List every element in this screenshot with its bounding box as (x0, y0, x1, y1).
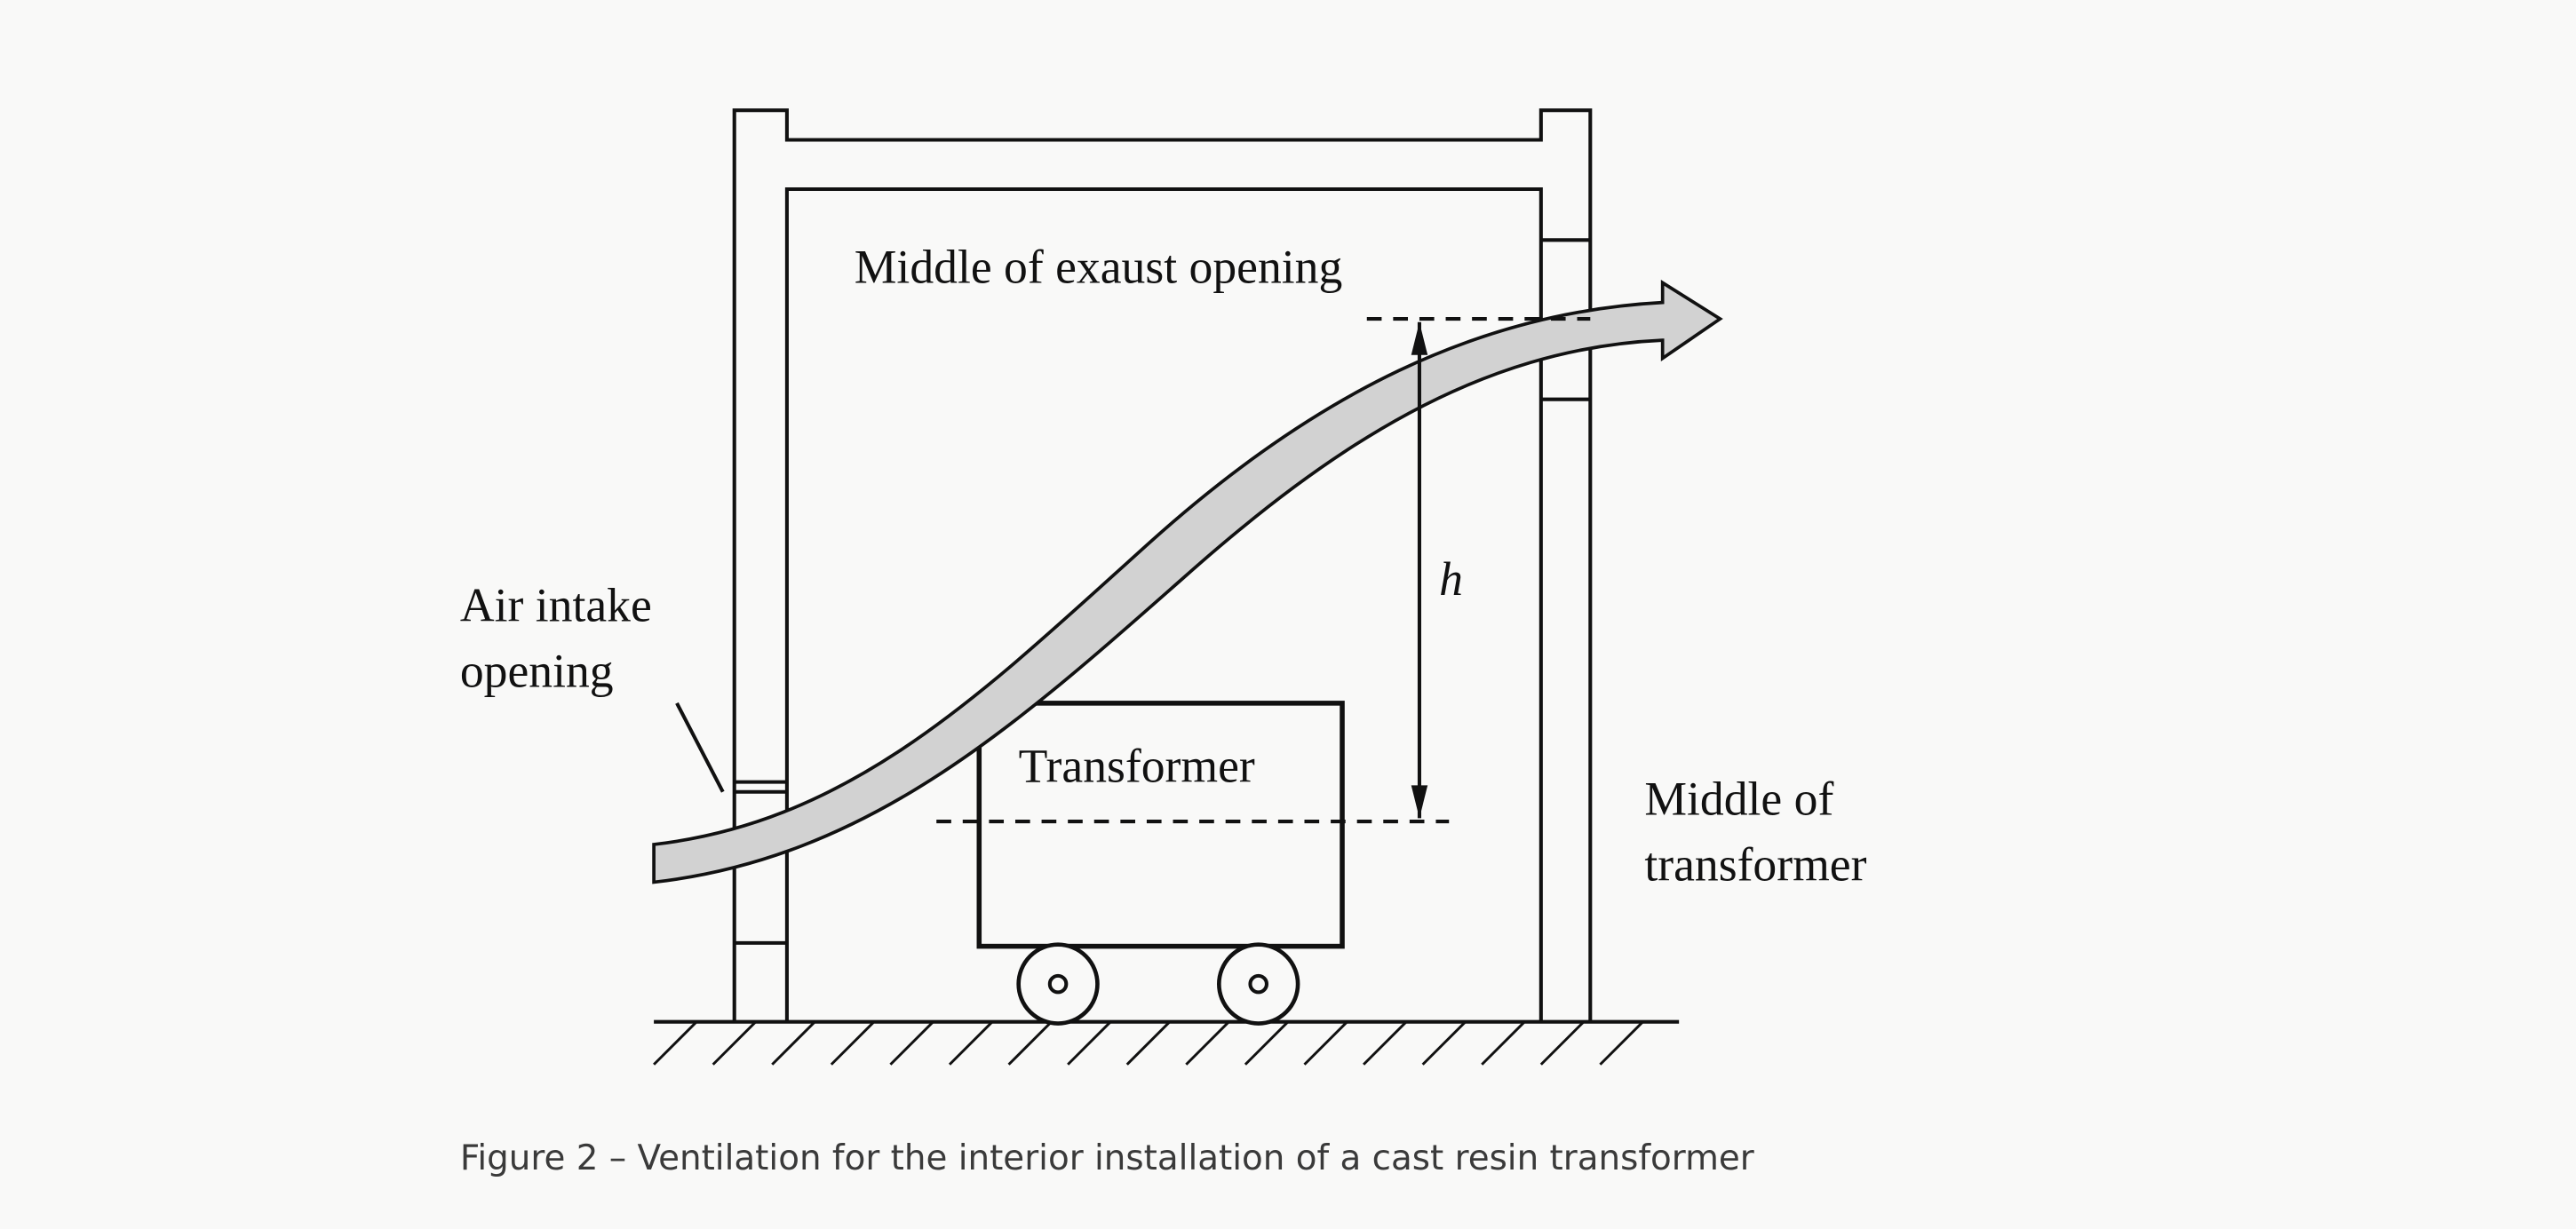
ground-hatching (653, 1020, 1644, 1066)
label-exhaust: Middle of exaust opening (855, 240, 1343, 293)
arrowhead-up (1411, 321, 1428, 355)
ground (653, 1019, 1680, 1066)
label-mid-transformer-1: Middle of (1644, 773, 1833, 826)
figure-caption: Figure 2 – Ventilation for the interior … (460, 1138, 1754, 1178)
intake-leader-line (675, 702, 725, 793)
label-transformer: Transformer (1019, 740, 1255, 793)
wheel-right (1217, 942, 1300, 1026)
wheel-right-hub (1248, 973, 1268, 995)
transformer (976, 701, 1345, 1026)
ceiling-inner (784, 186, 1543, 1022)
wall-outline (732, 108, 1593, 1022)
arrowhead-down (1411, 785, 1428, 819)
wheel-left-hub (1047, 973, 1069, 995)
dimension-h (936, 317, 1591, 824)
wheel-left (1016, 942, 1100, 1026)
label-h: h (1439, 552, 1463, 606)
airflow-arrow (652, 280, 1723, 884)
transformer-body (976, 701, 1345, 949)
label-intake-2: opening (460, 644, 614, 697)
building-frame (732, 108, 1593, 1022)
label-intake-1: Air intake (460, 578, 652, 631)
label-mid-transformer-2: transformer (1644, 838, 1866, 892)
